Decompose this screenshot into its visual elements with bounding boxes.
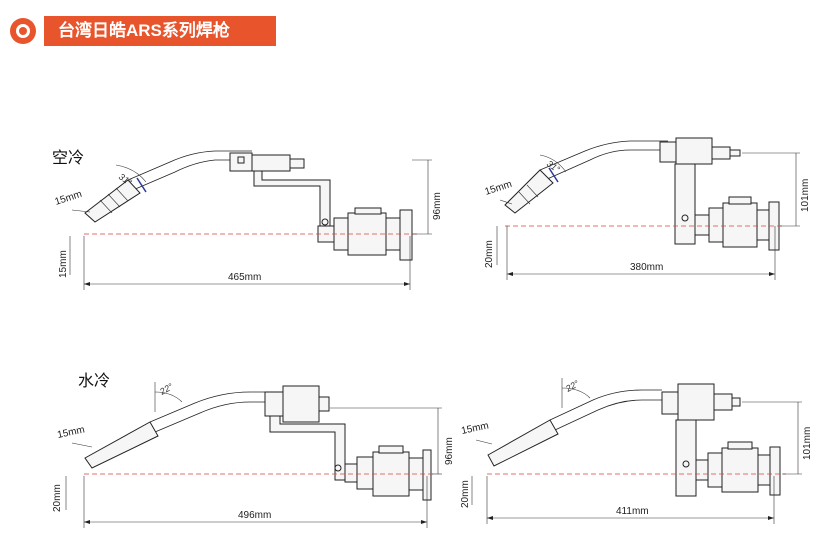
water-right-angle: 22°	[563, 378, 581, 394]
air-right-tip-size: 15mm	[484, 179, 514, 198]
section-header: 台湾日皓ARS系列焊枪	[10, 15, 276, 47]
air-left-bottom-dim: 15mm	[58, 250, 69, 278]
air-cooled-torch-left: 465mm 96mm 15mm 31° 15mm	[54, 150, 443, 290]
water-left-tip-size: 15mm	[56, 424, 85, 441]
water-cooled-torch-left: 496mm 96mm 15mm 22° 20mm	[52, 381, 455, 528]
water-left-bottom-dim: 20mm	[52, 484, 63, 512]
air-cooled-torch-right: 380mm 101mm 15mm 31° 20mm	[484, 137, 811, 280]
target-bullet-icon	[10, 18, 36, 44]
air-right-width: 380mm	[630, 262, 663, 273]
air-left-tip-size: 15mm	[54, 189, 84, 208]
water-cooled-torch-right: 411mm 101mm 15mm 22° 20mm	[460, 378, 813, 524]
water-right-height: 101mm	[802, 427, 813, 460]
page-title: 台湾日皓ARS系列焊枪	[44, 16, 276, 46]
air-left-width: 465mm	[228, 272, 261, 283]
water-left-height: 96mm	[444, 437, 455, 465]
water-left-angle: 22°	[157, 381, 175, 397]
air-cooled-label: 空冷	[52, 148, 84, 167]
water-left-width: 496mm	[238, 510, 271, 521]
air-right-angle: 31°	[545, 158, 562, 174]
water-right-bottom-dim: 20mm	[460, 480, 471, 508]
air-right-bottom-dim: 20mm	[484, 240, 495, 268]
air-right-height: 101mm	[800, 179, 811, 212]
water-right-width: 411mm	[616, 506, 649, 517]
water-cooled-label: 水冷	[78, 371, 110, 390]
water-right-tip-size: 15mm	[460, 420, 489, 437]
air-left-height: 96mm	[432, 192, 443, 220]
